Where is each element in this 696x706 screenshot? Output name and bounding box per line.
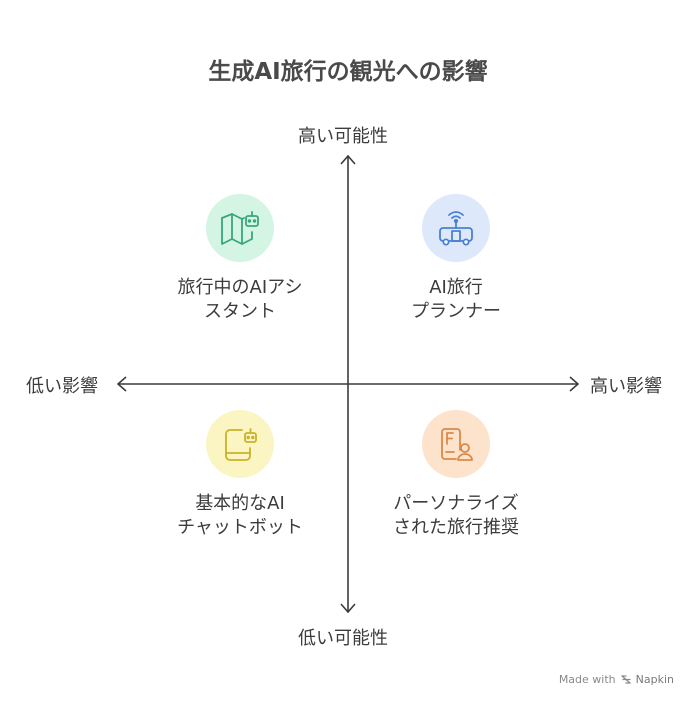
quadrant-top-left: 旅行中のAIアシ スタント <box>150 194 330 324</box>
left-arrow-icon <box>116 376 127 392</box>
quadrant-label-line1: パーソナライズ <box>393 493 519 514</box>
quadrant-label: 旅行中のAIアシ スタント <box>150 276 330 324</box>
quadrant-label: AI旅行 プランナー <box>366 276 546 324</box>
quadrant-label-line2: チャットボット <box>177 517 303 538</box>
quadrant-label-line1: 旅行中のAIアシ <box>177 277 303 298</box>
quadrant-label: 基本的なAI チャットボット <box>150 492 330 540</box>
watermark-brand: Napkin <box>635 673 674 686</box>
quadrant-label-line2: プランナー <box>411 301 501 322</box>
right-arrow-icon <box>569 376 580 392</box>
quadrant-bottom-left: 基本的なAI チャットボット <box>150 410 330 540</box>
axis-label-top: 高い可能性 <box>298 126 388 147</box>
personal-profile-icon <box>422 410 490 478</box>
device-robot-icon <box>206 410 274 478</box>
axis-label-right: 高い影響 <box>590 376 662 397</box>
napkin-logo-icon <box>620 675 631 684</box>
quadrant-label: パーソナライズ された旅行推奨 <box>366 492 546 540</box>
quadrant-label-line1: AI旅行 <box>429 277 483 298</box>
quadrant-label-line2: スタント <box>204 301 276 322</box>
down-arrow-icon <box>340 603 356 614</box>
up-arrow-icon <box>340 154 356 165</box>
page-title: 生成AI旅行の観光への影響 <box>208 59 488 85</box>
watermark[interactable]: Made with Napkin <box>559 673 674 686</box>
quadrant-label-line1: 基本的なAI <box>195 493 285 514</box>
watermark-prefix: Made with <box>558 673 616 686</box>
quadrant-bottom-right: パーソナライズ された旅行推奨 <box>366 410 546 540</box>
axis-label-left: 低い影響 <box>26 376 98 397</box>
quadrant-label-line2: された旅行推奨 <box>393 517 519 538</box>
axis-label-bottom: 低い可能性 <box>298 628 388 649</box>
quadrant-top-right: AI旅行 プランナー <box>366 194 546 324</box>
connected-bus-icon <box>422 194 490 262</box>
map-robot-icon <box>206 194 274 262</box>
